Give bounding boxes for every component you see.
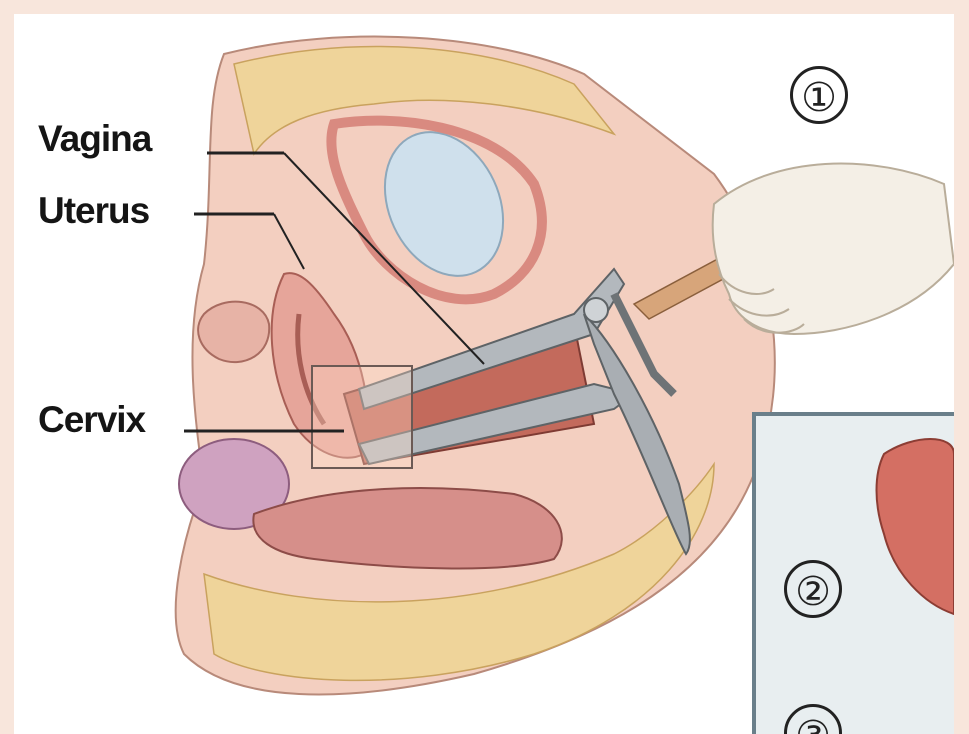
label-vagina: Vagina <box>38 118 151 160</box>
gloved-hand <box>713 164 954 334</box>
speculum-hinge <box>584 298 608 322</box>
ovary-shape <box>198 302 269 362</box>
label-uterus: Uterus <box>38 190 149 232</box>
step-2-marker: ② <box>784 560 842 618</box>
label-cervix: Cervix <box>38 399 145 441</box>
cervix-highlight-box <box>312 366 412 468</box>
step-1-marker: ① <box>790 66 848 124</box>
rectum-shape <box>253 488 561 568</box>
diagram-frame: Vagina Uterus Cervix ① ② ③ <box>14 14 954 734</box>
